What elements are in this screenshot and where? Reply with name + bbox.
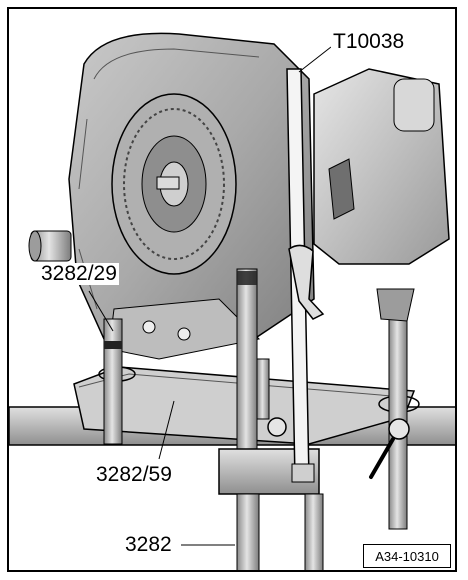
assembly-illustration xyxy=(9,32,455,570)
figure-reference: A34-10310 xyxy=(363,544,451,568)
center-column xyxy=(218,448,324,570)
output-flange xyxy=(28,230,72,262)
right-bracket xyxy=(376,288,415,322)
label-3282-29: 3282/29 xyxy=(39,262,119,285)
clamp-knobs xyxy=(267,417,410,479)
leader-lines xyxy=(88,46,332,546)
leader-t10038 xyxy=(298,46,332,73)
label-3282-59: 3282/59 xyxy=(94,463,174,486)
clutch-disc xyxy=(111,93,237,275)
leader-3282-29 xyxy=(88,290,114,332)
retaining-strap xyxy=(286,68,325,483)
label-t10038: T10038 xyxy=(331,30,407,53)
label-3282: 3282 xyxy=(123,533,174,556)
leader-3282-59 xyxy=(158,400,175,460)
lower-casting xyxy=(108,298,261,360)
control-unit-cover xyxy=(313,68,450,265)
figure-frame: T10038 3282/29 3282/59 3282 A34-10310 xyxy=(7,7,457,572)
